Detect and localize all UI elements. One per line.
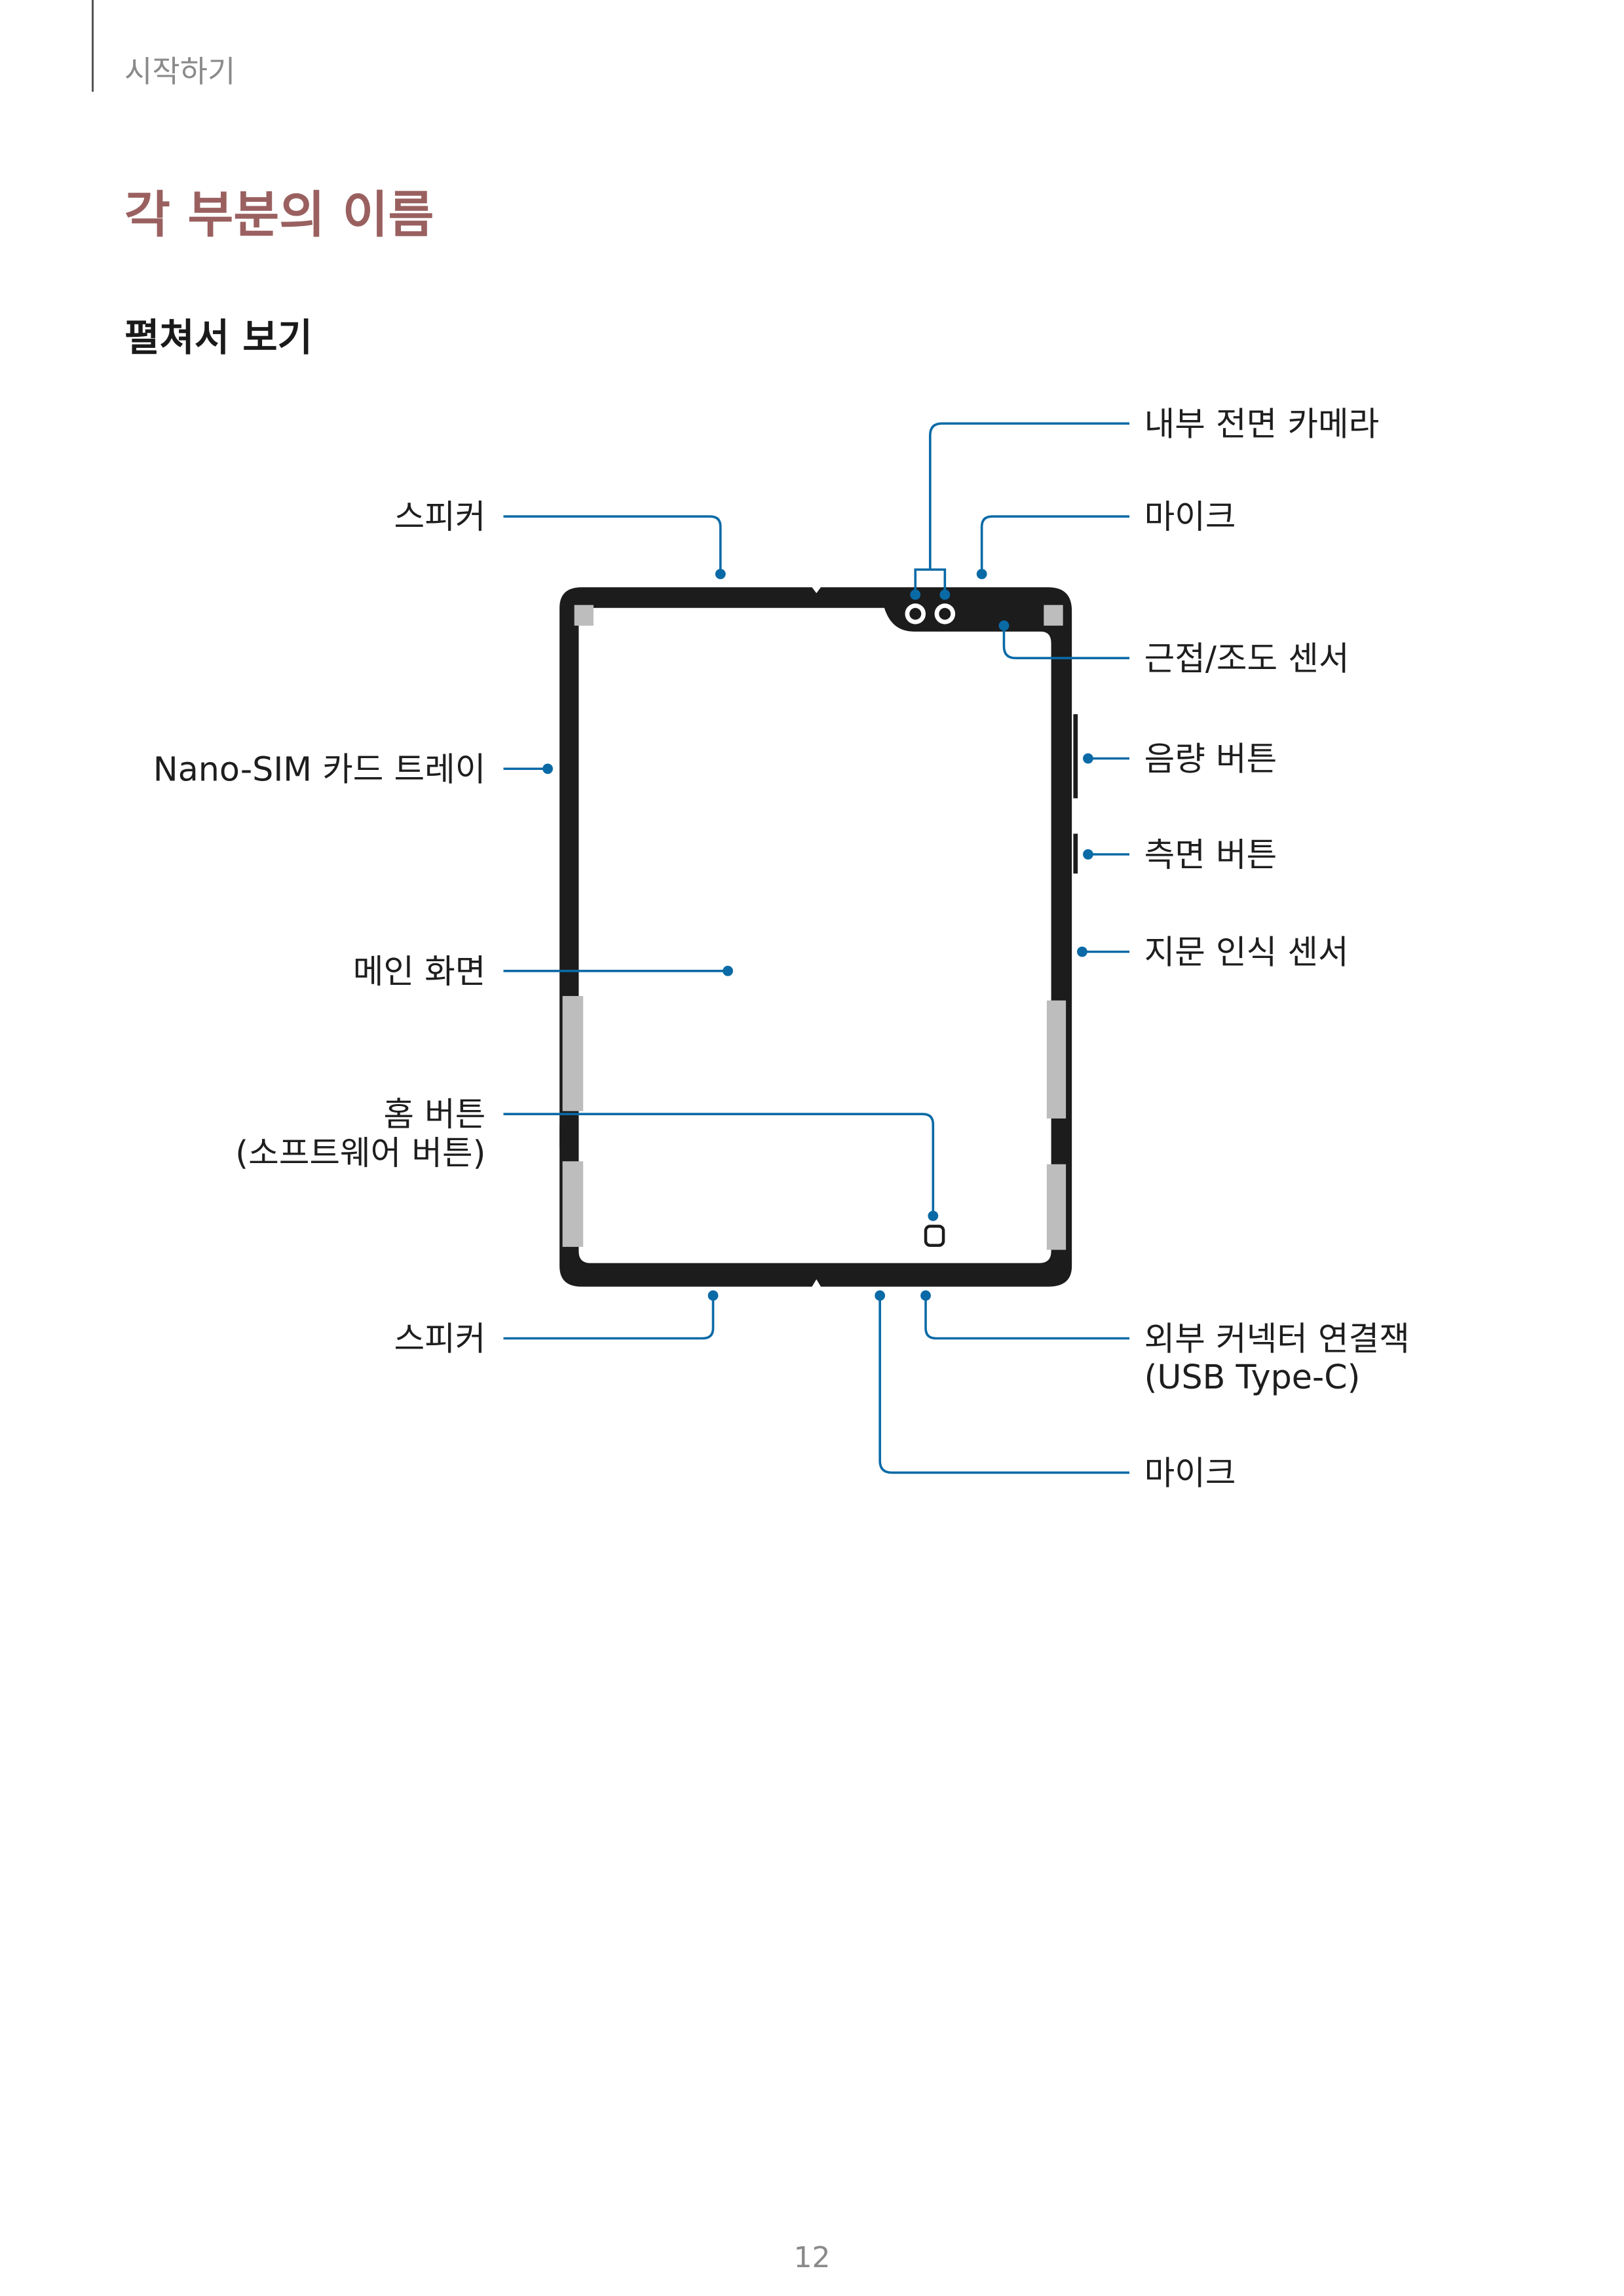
label-speaker-bottom: 스피커 [394, 1320, 486, 1358]
label-mic-top: 마이크 [1144, 497, 1236, 536]
label-usb-type: (USB Type-C) [1144, 1358, 1361, 1396]
page-title: 각 부분의 이름 [124, 185, 434, 244]
home-button-icon [924, 1225, 945, 1247]
leader-speaker-bottom [503, 1295, 715, 1340]
leader-proximity-sensor [1002, 627, 1130, 660]
label-usb-connector: 외부 커넥터 연결잭 [1144, 1320, 1410, 1358]
label-home-button: 홈 버튼 [383, 1095, 485, 1134]
callout-dot [715, 569, 726, 579]
section-title: 펼쳐서 보기 [124, 315, 312, 360]
section-header: 시작하기 [124, 54, 236, 89]
page-number: 12 [793, 2241, 831, 2274]
callout-dots [542, 569, 1093, 1301]
volume-key [1073, 714, 1078, 799]
callout-dot [708, 1290, 719, 1301]
camera-lens-icon [939, 607, 951, 620]
leader-mic-bottom [878, 1295, 1130, 1474]
callout-dot [1083, 753, 1093, 764]
screen-corner-mark [1044, 605, 1063, 626]
screen-corner-mark [574, 605, 594, 626]
callout-dot [723, 965, 733, 976]
hinge-notch [559, 1124, 573, 1148]
callout-dot [928, 1210, 939, 1221]
label-proximity-light-sensor: 근접/조도 센서 [1144, 639, 1350, 678]
hinge-patch [562, 1161, 584, 1247]
header-rule [92, 0, 94, 92]
camera-lens-icon [909, 607, 922, 620]
callout-dot [542, 763, 553, 775]
leader-usb-connector [924, 1295, 1130, 1340]
label-main-screen: 메인 화면 [353, 952, 486, 991]
callout-dot [976, 569, 987, 579]
label-software-button: (소프트웨어 버튼) [235, 1134, 485, 1172]
callout-dot [939, 589, 951, 600]
callout-dot [875, 1290, 886, 1301]
leader-speaker-top [503, 515, 722, 573]
leader-inner-front-camera [914, 422, 1130, 594]
device-body [559, 587, 1078, 1287]
hinge-patch [562, 996, 584, 1111]
callout-dot [920, 1290, 931, 1301]
label-side-button: 측면 버튼 [1144, 835, 1277, 874]
label-speaker-top: 스피커 [394, 497, 486, 536]
label-inner-front-camera: 내부 전면 카메라 [1144, 404, 1380, 443]
label-volume-button: 음량 버튼 [1144, 740, 1277, 778]
hinge-patch [1046, 1164, 1067, 1250]
callout-dot [1077, 946, 1087, 957]
leader-mic-top [980, 515, 1130, 573]
label-nano-sim-tray: Nano-SIM 카드 트레이 [153, 750, 486, 788]
device-frame [559, 587, 1072, 1287]
hinge-patch [1046, 1000, 1067, 1119]
side-key [1073, 833, 1078, 874]
callout-lines [503, 422, 1130, 1474]
proximity-sensor-icon [998, 620, 1010, 631]
callout-dot [910, 589, 921, 600]
leader-home-button [503, 1113, 935, 1215]
label-mic-bottom: 마이크 [1144, 1453, 1236, 1492]
label-fingerprint-sensor: 지문 인식 센서 [1144, 933, 1349, 972]
callout-dot [1083, 849, 1093, 860]
